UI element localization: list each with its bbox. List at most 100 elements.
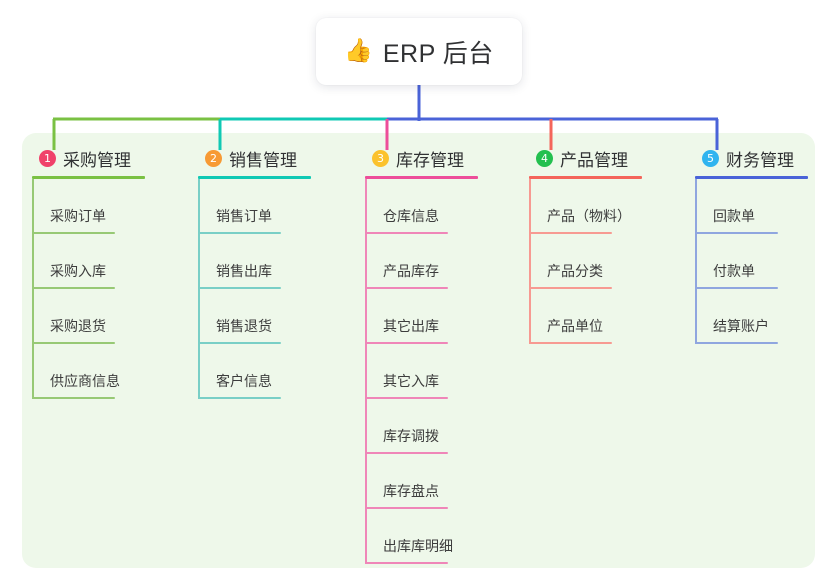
leaf-item[interactable]: 出库库明细 <box>365 509 521 564</box>
leaf-underline <box>365 562 448 564</box>
leaf-item[interactable]: 产品库存 <box>365 234 521 289</box>
leaf-label: 产品库存 <box>383 263 439 279</box>
branch-underline <box>365 176 478 179</box>
leaf-underline <box>198 287 281 289</box>
leaf-label: 产品单位 <box>547 318 603 334</box>
branch-header-1[interactable]: 1 采购管理 <box>22 145 188 171</box>
root-title: ERP 后台 <box>382 39 494 68</box>
leaf-item[interactable]: 销售订单 <box>198 179 354 234</box>
leaf-underline <box>365 397 448 399</box>
leaf-underline <box>695 287 778 289</box>
leaf-label: 采购退货 <box>50 318 106 334</box>
leaf-item[interactable]: 销售退货 <box>198 289 354 344</box>
leaf-list: 产品（物料） 产品分类产品单位 <box>529 179 685 344</box>
branch-column-2: 2 销售管理销售订单销售出库销售退货客户信息 <box>188 145 354 399</box>
leaf-underline <box>198 232 281 234</box>
leaf-spine <box>198 179 200 399</box>
leaf-list: 采购订单采购入库采购退货供应商信息 <box>32 179 188 399</box>
leaf-list: 销售订单销售出库销售退货客户信息 <box>198 179 354 399</box>
leaf-underline <box>365 452 448 454</box>
leaf-label: 其它出库 <box>383 318 439 334</box>
leaf-underline <box>198 397 281 399</box>
branch-title: 产品管理 <box>560 150 628 170</box>
leaf-underline <box>198 342 281 344</box>
branch-underline <box>695 176 808 179</box>
branch-title: 财务管理 <box>726 150 794 170</box>
leaf-spine <box>365 179 367 564</box>
leaf-item[interactable]: 产品单位 <box>529 289 685 344</box>
branch-header-2[interactable]: 2 销售管理 <box>188 145 354 171</box>
leaf-item[interactable]: 采购退货 <box>32 289 188 344</box>
leaf-item[interactable]: 回款单 <box>695 179 839 234</box>
leaf-label: 产品（物料） <box>547 208 631 224</box>
leaf-label: 销售退货 <box>216 318 272 334</box>
leaf-underline <box>529 232 612 234</box>
branch-number-badge: 4 <box>536 149 553 167</box>
branch-title: 销售管理 <box>229 150 297 170</box>
thumbs-up-icon: 👍 <box>344 38 373 64</box>
leaf-label: 付款单 <box>713 263 755 279</box>
leaf-underline <box>32 232 115 234</box>
leaf-underline <box>365 507 448 509</box>
leaf-spine <box>529 179 531 344</box>
leaf-underline <box>695 232 778 234</box>
leaf-underline <box>365 342 448 344</box>
leaf-label: 采购订单 <box>50 208 106 224</box>
branches-panel <box>22 133 815 568</box>
leaf-spine <box>32 179 34 399</box>
leaf-item[interactable]: 仓库信息 <box>365 179 521 234</box>
leaf-label: 供应商信息 <box>50 373 120 389</box>
leaf-label: 库存盘点 <box>383 483 439 499</box>
leaf-label: 采购入库 <box>50 263 106 279</box>
branch-title: 采购管理 <box>63 150 131 170</box>
leaf-underline <box>365 287 448 289</box>
branch-header-4[interactable]: 4 产品管理 <box>519 145 685 171</box>
leaf-underline <box>695 342 778 344</box>
leaf-item[interactable]: 库存调拨 <box>365 399 521 454</box>
branch-header-5[interactable]: 5 财务管理 <box>685 145 839 171</box>
branch-number-badge: 1 <box>39 149 56 167</box>
branch-number-badge: 2 <box>205 149 222 167</box>
leaf-label: 库存调拨 <box>383 428 439 444</box>
leaf-item[interactable]: 其它入库 <box>365 344 521 399</box>
leaf-item[interactable]: 采购入库 <box>32 234 188 289</box>
leaf-underline <box>529 287 612 289</box>
leaf-underline <box>32 342 115 344</box>
leaf-item[interactable]: 产品分类 <box>529 234 685 289</box>
branch-column-4: 4 产品管理产品（物料） 产品分类产品单位 <box>519 145 685 344</box>
leaf-label: 销售订单 <box>216 208 272 224</box>
leaf-item[interactable]: 库存盘点 <box>365 454 521 509</box>
branch-number-badge: 5 <box>702 149 719 167</box>
leaf-item[interactable]: 供应商信息 <box>32 344 188 399</box>
leaf-list: 仓库信息产品库存其它出库其它入库库存调拨库存盘点出库库明细 <box>365 179 521 564</box>
leaf-underline <box>32 397 115 399</box>
leaf-label: 仓库信息 <box>383 208 439 224</box>
leaf-underline <box>365 232 448 234</box>
leaf-item[interactable]: 付款单 <box>695 234 839 289</box>
leaf-label: 销售出库 <box>216 263 272 279</box>
branch-number-badge: 3 <box>372 149 389 167</box>
leaf-spine <box>695 179 697 344</box>
branch-underline <box>529 176 642 179</box>
leaf-label: 其它入库 <box>383 373 439 389</box>
leaf-label: 出库库明细 <box>383 538 453 554</box>
root-node[interactable]: 👍 ERP 后台 <box>316 18 522 85</box>
leaf-item[interactable]: 结算账户 <box>695 289 839 344</box>
branch-column-5: 5 财务管理回款单付款单结算账户 <box>685 145 839 344</box>
leaf-label: 产品分类 <box>547 263 603 279</box>
leaf-item[interactable]: 采购订单 <box>32 179 188 234</box>
branch-underline <box>32 176 145 179</box>
leaf-item[interactable]: 产品（物料） <box>529 179 685 234</box>
branch-column-1: 1 采购管理采购订单采购入库采购退货供应商信息 <box>22 145 188 399</box>
leaf-item[interactable]: 销售出库 <box>198 234 354 289</box>
leaf-item[interactable]: 其它出库 <box>365 289 521 344</box>
leaf-label: 结算账户 <box>713 318 769 334</box>
leaf-label: 客户信息 <box>216 373 272 389</box>
leaf-list: 回款单付款单结算账户 <box>695 179 839 344</box>
leaf-item[interactable]: 客户信息 <box>198 344 354 399</box>
leaf-underline <box>32 287 115 289</box>
